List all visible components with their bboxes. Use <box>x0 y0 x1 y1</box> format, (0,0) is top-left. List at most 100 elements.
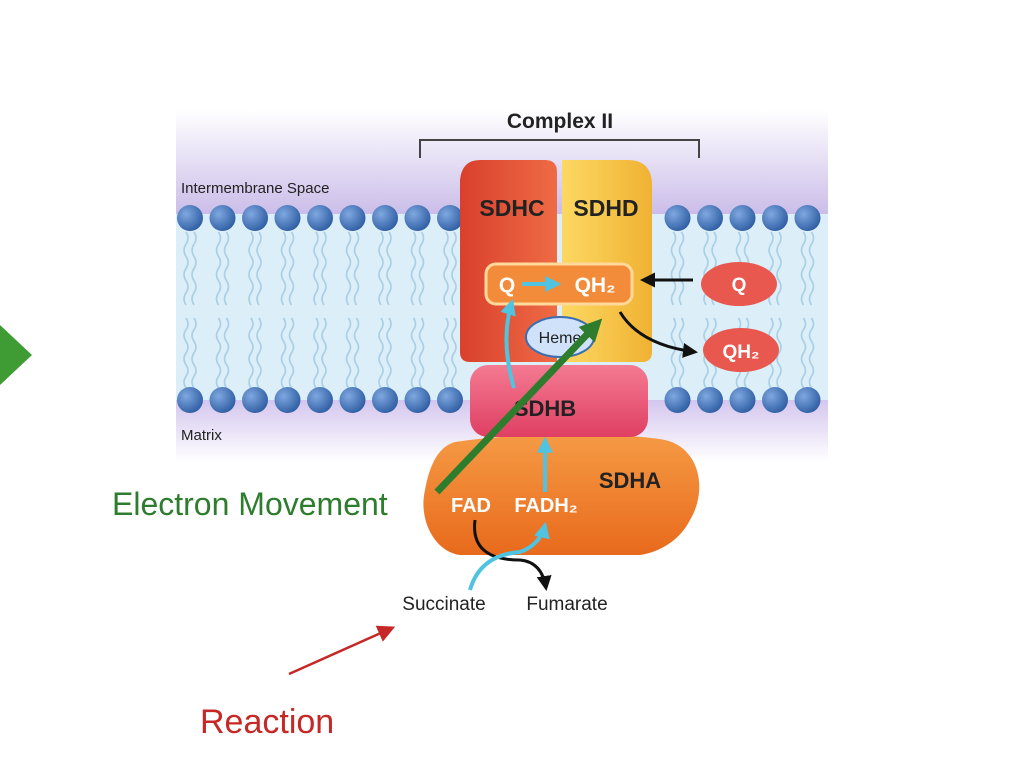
lipid-tail <box>256 231 262 306</box>
lipid-head <box>372 387 398 413</box>
sdhd-subunit <box>562 160 652 362</box>
sdhd-label: SDHD <box>573 195 638 221</box>
lipid-head <box>729 387 756 413</box>
lipid-tail <box>288 231 295 306</box>
pool-qh2-blob <box>703 328 779 372</box>
lipid-tail <box>256 317 262 389</box>
lipid-tail <box>248 317 254 389</box>
lipid-tail <box>451 317 457 389</box>
lipid-head <box>177 387 203 413</box>
lipid-head <box>664 387 691 413</box>
pool-qh2-label: QH₂ <box>723 342 760 363</box>
lipid-tail <box>353 317 360 389</box>
lipid-head <box>697 387 723 413</box>
lipid-tail <box>280 231 287 306</box>
sdha-label: SDHA <box>599 468 661 493</box>
lipid-head <box>209 387 236 413</box>
sdha-subunit <box>423 434 700 555</box>
lipid-head <box>437 387 463 413</box>
electron-movement-arrow <box>434 318 603 495</box>
lipid-tail <box>776 231 782 306</box>
lipid-tail <box>183 317 189 389</box>
intermembrane-label: Intermembrane Space <box>181 180 329 197</box>
fumarate-label: Fumarate <box>526 594 607 615</box>
lipid-head <box>209 205 236 231</box>
qh2-release-arrow <box>618 311 698 358</box>
lipid-head <box>274 205 301 231</box>
complex-title: Complex II <box>507 110 613 133</box>
succinate-label: Succinate <box>402 594 485 615</box>
lipid-tail <box>808 317 815 389</box>
lipid-head <box>372 205 398 231</box>
pool-q-blob <box>701 262 777 306</box>
lipid-tail <box>386 231 392 306</box>
fad-reduction-arrow <box>468 521 550 591</box>
lipid-tail <box>345 231 352 306</box>
lipid-heads-top <box>177 205 821 231</box>
complex-bracket <box>419 139 700 158</box>
lipid-tail <box>808 231 815 306</box>
lipid-tail <box>288 317 295 389</box>
lipid-head <box>762 205 788 231</box>
lipid-tail <box>678 231 685 306</box>
lipid-tail <box>670 231 677 306</box>
lipid-head <box>762 387 788 413</box>
lipid-tail <box>451 231 457 306</box>
quinone-qh2-label: QH₂ <box>575 274 616 297</box>
lipid-head <box>307 205 333 231</box>
lipid-tail <box>223 317 230 389</box>
electron-path-sdhb-to-q <box>500 298 516 389</box>
lipid-tail <box>191 317 197 389</box>
lipid-head <box>242 205 268 231</box>
lipid-head <box>404 387 431 413</box>
succinate-oxidation-arrow <box>473 519 552 591</box>
lipid-tail <box>418 317 425 389</box>
reaction-label: Reaction <box>200 703 335 741</box>
fadh2-label: FADH₂ <box>514 495 577 517</box>
lipid-tails <box>183 231 815 389</box>
lipid-tail <box>378 231 384 306</box>
reaction-arrow <box>288 625 396 676</box>
sdhc-label: SDHC <box>479 195 544 221</box>
lipid-head <box>697 205 723 231</box>
lipid-head <box>242 387 268 413</box>
sdhc-subunit <box>460 160 557 362</box>
lipid-head <box>794 205 821 231</box>
lipid-tail <box>443 231 449 306</box>
lipid-tail <box>386 317 392 389</box>
lipid-head <box>339 205 366 231</box>
lipid-tail <box>183 231 189 306</box>
lipid-tail <box>353 231 360 306</box>
pool-q-label: Q <box>732 275 747 296</box>
heme-label: Heme <box>539 330 582 347</box>
lipid-head <box>437 205 463 231</box>
lipid-tail <box>800 317 807 389</box>
lipid-head <box>339 387 366 413</box>
matrix-label: Matrix <box>181 427 222 444</box>
lipid-tail <box>313 317 319 389</box>
lipid-tail <box>191 231 197 306</box>
lipid-tail <box>345 317 352 389</box>
lipid-tail <box>410 317 417 389</box>
lipid-head <box>404 205 431 231</box>
lipid-tail <box>443 317 449 389</box>
quinone-q-label: Q <box>499 274 515 297</box>
lipid-tail <box>670 317 677 389</box>
lipid-head <box>729 205 756 231</box>
lipid-head <box>794 387 821 413</box>
lipid-tail <box>321 231 327 306</box>
lipid-head <box>307 387 333 413</box>
lipid-tail <box>678 317 685 389</box>
lipid-head <box>177 205 203 231</box>
lipid-tail <box>776 317 782 389</box>
lipid-heads-bottom <box>177 387 821 413</box>
lipid-tail <box>418 231 425 306</box>
lipid-tail <box>215 317 222 389</box>
lipid-tail <box>321 317 327 389</box>
lipid-head <box>274 387 301 413</box>
lipid-tail <box>215 231 222 306</box>
lipid-head <box>664 205 691 231</box>
lipid-tail <box>800 231 807 306</box>
